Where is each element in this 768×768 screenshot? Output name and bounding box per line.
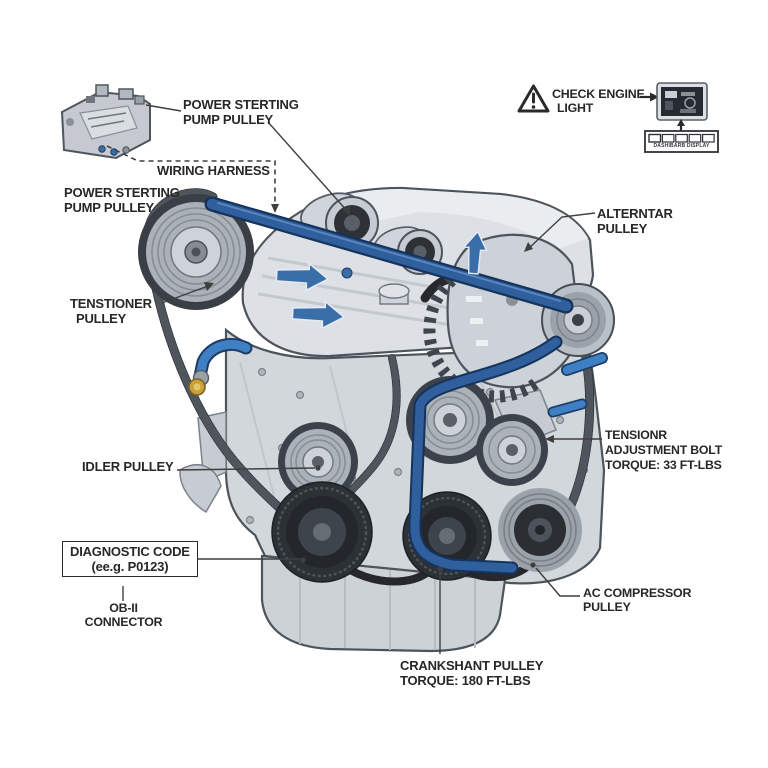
label-ac-compressor: AC COMPRESSOR PULLEY <box>583 586 691 615</box>
label-obd-connector: OB-II CONNECTOR <box>76 601 171 630</box>
instrument-display <box>656 82 708 121</box>
hoses-right <box>547 352 608 418</box>
lower-left-pulley <box>271 481 373 583</box>
label-line: ADJUSTMENT BOLT <box>605 443 723 458</box>
label-line: PUMP PULLEY <box>183 112 274 128</box>
label-crankshaft: CRANKSHANT PULLEY TORQUE: 180 FT-LBS <box>400 658 543 688</box>
arrow-right-icon <box>275 261 330 292</box>
label-power-steering-left: POWER STERTING PUMP PULLEY <box>64 185 180 215</box>
label-line: LIGHT <box>557 101 594 116</box>
up-arrow-icon <box>677 119 685 131</box>
idler-pulley <box>278 422 358 502</box>
label-line: POWER STERTING <box>183 97 299 112</box>
label-tensioner: TENSTIONER PULLEY <box>70 296 152 326</box>
tensioner-pulley <box>138 194 254 310</box>
check-engine-group <box>517 82 719 153</box>
label-alternator: ALTERNTAR PULLEY <box>597 206 673 236</box>
label-line: DIAGNOSTIC CODE <box>70 544 190 559</box>
ecu-module <box>60 84 151 160</box>
label-line: AC COMPRESSOR <box>583 586 692 600</box>
label-line: (ee.g. P0123) <box>91 559 169 575</box>
label-line: TORQUE: 180 FT-LBS <box>400 673 531 689</box>
coolant-hose-left <box>188 338 253 396</box>
arrow-to-display-icon <box>640 92 659 102</box>
serpentine-belt-blue <box>204 196 574 575</box>
label-line: PULLEY <box>583 600 631 615</box>
ac-compressor-pulley <box>498 488 582 572</box>
label-line: CHECK ENGINE <box>552 87 645 101</box>
arrow-up-icon <box>462 230 488 275</box>
label-line: IDLER PULLEY <box>82 459 174 474</box>
arrow-right-icon <box>291 299 346 330</box>
label-line: PUMP PULLEY <box>64 200 155 216</box>
label-line: TORQUE: 33 FT-LBS <box>605 458 722 473</box>
label-check-engine: CHECK ENGINE LIGHT <box>552 87 645 116</box>
warning-triangle-icon <box>517 84 550 113</box>
label-tensioner-bolt: TENSIONR ADJUSTMENT BOLT TORQUE: 33 FT-L… <box>605 428 722 474</box>
label-wiring-harness: WIRING HARNESS <box>157 163 270 178</box>
label-line: PULLEY <box>597 221 648 237</box>
label-line: TENSIONR <box>605 428 667 442</box>
label-line: OB-II <box>109 601 138 615</box>
leader-lines <box>122 104 602 654</box>
right-center-pulley <box>476 414 548 486</box>
label-dashboard-display: DASHIBARB DISPLAY <box>646 142 717 149</box>
label-line: DASHIBARB DISPLAY <box>653 142 710 149</box>
label-power-steering-top: POWER STERTING PUMP PULLEY <box>183 97 299 127</box>
label-line: CRANKSHANT PULLEY <box>400 658 544 673</box>
label-idler: IDLER PULLEY <box>82 459 174 474</box>
rotation-arrows <box>275 230 488 330</box>
label-line: TENSTIONER <box>70 296 152 311</box>
wiring-harness-path <box>106 145 279 213</box>
label-line: PULLEY <box>76 311 127 327</box>
label-line: ALTERNTAR <box>597 206 673 221</box>
label-line: CONNECTOR <box>84 615 163 630</box>
label-line: POWER STERTING <box>64 185 180 200</box>
diagnostic-code-box: DIAGNOSTIC CODE (ee.g. P0123) <box>62 541 198 578</box>
label-line: WIRING HARNESS <box>157 163 270 178</box>
dashboard-display-box <box>644 130 719 153</box>
